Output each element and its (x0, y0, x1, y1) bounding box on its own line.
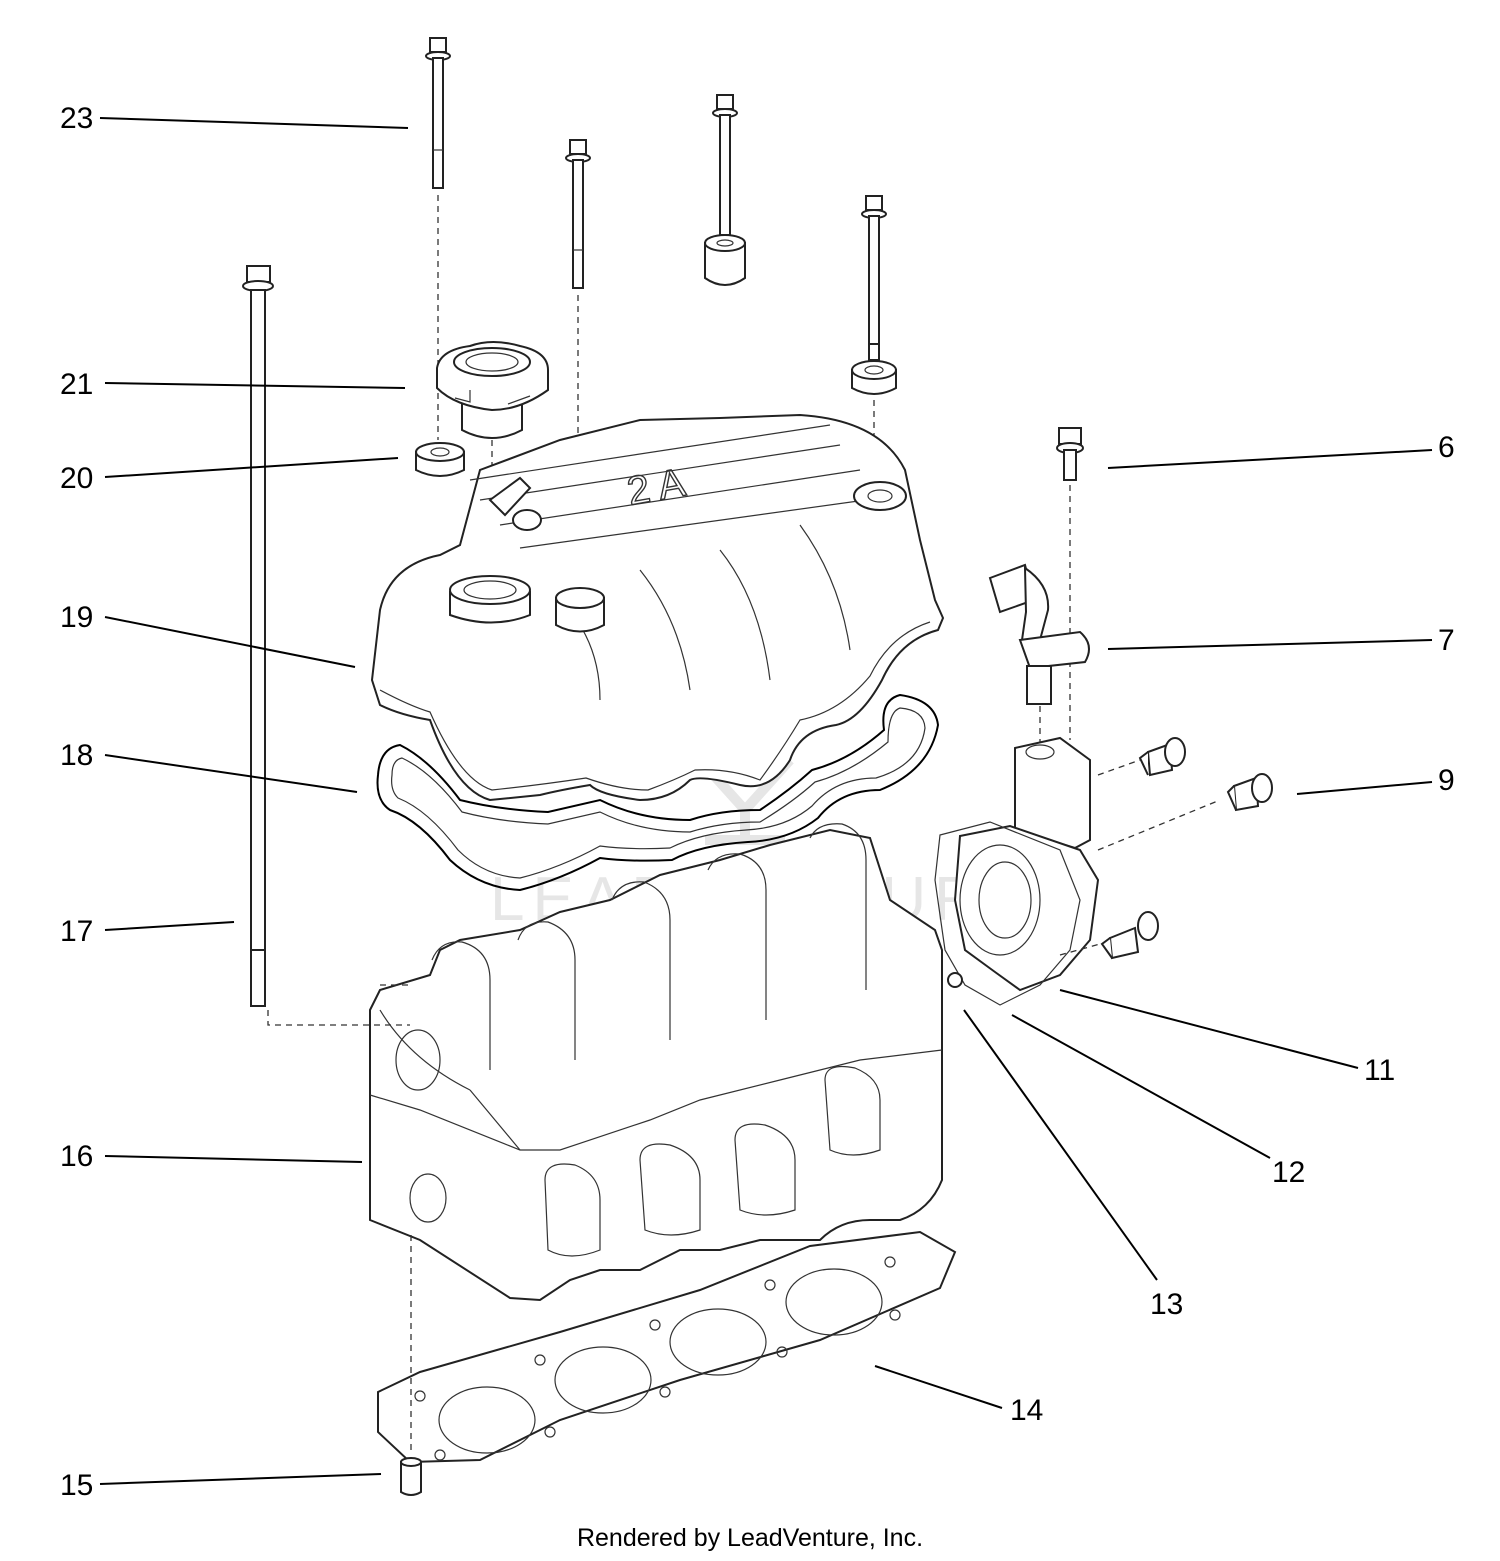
credit-text: Rendered by LeadVenture, Inc. (577, 1524, 923, 1552)
callout-11: 11 (1364, 1054, 1395, 1087)
callout-17: 17 (60, 915, 93, 948)
head-gasket (377, 1230, 957, 1464)
rear-cover-plate (934, 759, 1221, 1006)
callout-labels: 23 21 20 19 18 17 16 15 14 13 12 11 9 7 … (60, 102, 1455, 1502)
callout-20: 20 (60, 462, 93, 495)
cylinder-head (267, 823, 943, 1302)
callout-13: 13 (1150, 1288, 1183, 1321)
grommet-20-a (415, 442, 465, 477)
leader-lines (99, 117, 1433, 1485)
callout-19: 19 (60, 601, 93, 634)
valve-cover: 2 A (370, 413, 945, 802)
valve-cover-bolts (425, 37, 897, 470)
callout-7: 7 (1438, 624, 1455, 657)
callout-23: 23 (60, 102, 93, 135)
callout-14: 14 (1010, 1394, 1043, 1427)
crank-sensor (988, 427, 1091, 850)
bolt-23-a (425, 37, 451, 189)
callout-12: 12 (1272, 1156, 1305, 1189)
dowel-15 (400, 1235, 422, 1496)
callout-9: 9 (1438, 764, 1455, 797)
bolt-9-c (1100, 911, 1159, 960)
bolt-23-b (565, 139, 591, 289)
callout-18: 18 (60, 739, 93, 772)
bolt-9-a (1138, 737, 1186, 777)
callout-6: 6 (1438, 431, 1455, 464)
plate-bolts-9 (1100, 737, 1273, 960)
oil-filler-cap (436, 341, 549, 560)
svg-text:2 A: 2 A (624, 460, 689, 513)
valve-cover-gasket (376, 693, 940, 892)
callout-16: 16 (60, 1140, 93, 1173)
callout-15: 15 (60, 1469, 93, 1502)
bolt-23-d (851, 195, 897, 395)
bolt-23-c (704, 94, 746, 286)
bolt-9-b (1226, 773, 1273, 812)
head-bolt-17 (242, 265, 274, 1007)
callout-21: 21 (60, 368, 93, 401)
